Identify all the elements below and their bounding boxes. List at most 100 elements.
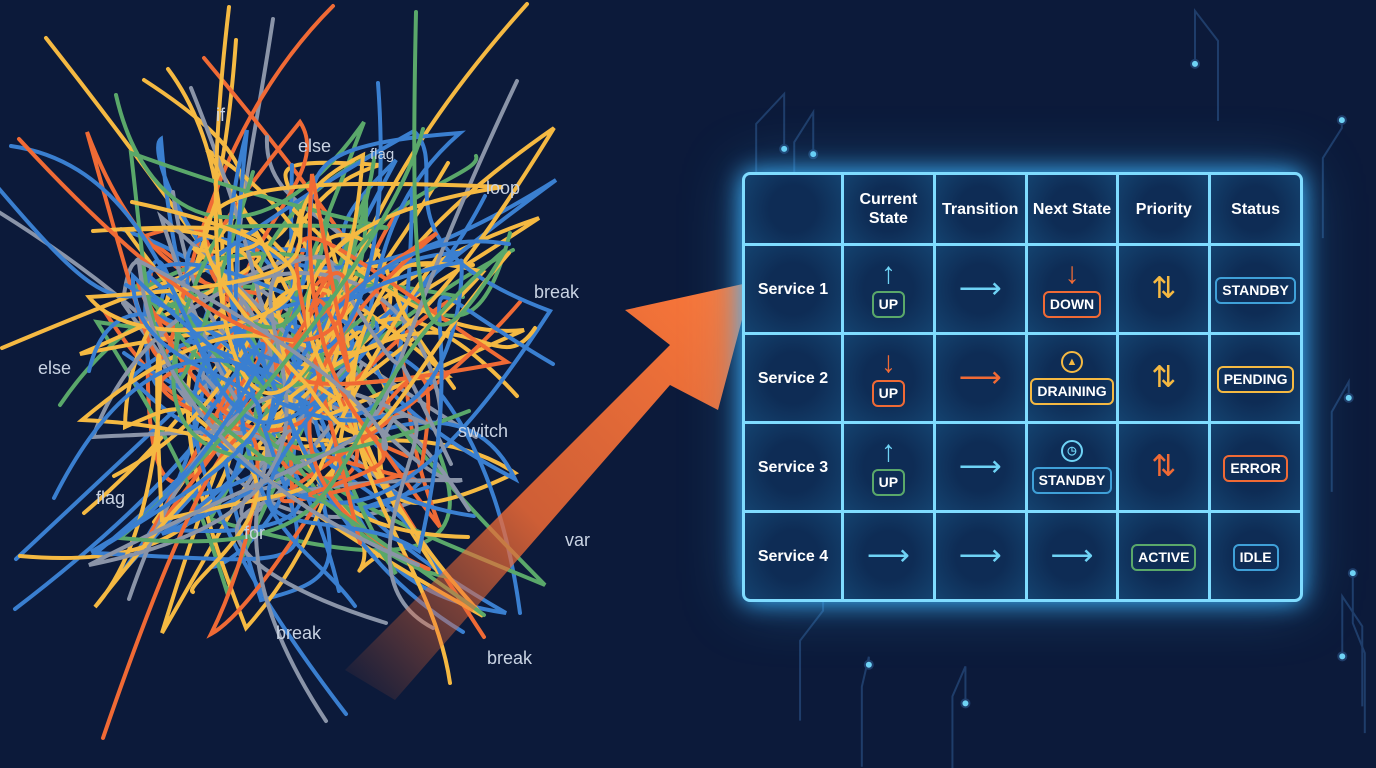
arrow-icon: ↑ bbox=[880, 435, 896, 468]
arrow-icon: ⟶ bbox=[958, 272, 1002, 305]
column-header: Status bbox=[1211, 175, 1300, 243]
circuit-node bbox=[779, 143, 790, 154]
keyword-label: else bbox=[298, 136, 332, 156]
clock-icon: ◷ bbox=[1060, 440, 1083, 462]
circuit-node bbox=[1189, 58, 1200, 69]
column-header: Priority bbox=[1119, 175, 1209, 243]
arrow-icon: ↑ bbox=[880, 257, 896, 290]
arrow-icon: ⇅ bbox=[1151, 361, 1177, 394]
table-cell: ⟶ bbox=[1027, 513, 1117, 599]
circuit-trace bbox=[755, 91, 786, 204]
table-cell: ⟶ bbox=[935, 513, 1025, 599]
table-cell: PENDING bbox=[1211, 335, 1300, 421]
wire bbox=[0, 128, 554, 505]
circuit-trace bbox=[1351, 573, 1366, 734]
table-cell: ERROR bbox=[1211, 424, 1300, 510]
circuit-node bbox=[1343, 392, 1354, 403]
status-badge: DOWN bbox=[1042, 291, 1102, 318]
row-label: Service 2 bbox=[745, 335, 841, 421]
table-cell: ◷ STANDBY bbox=[1027, 424, 1117, 510]
column-header: Next State bbox=[1027, 175, 1117, 243]
wire bbox=[0, 210, 303, 442]
status-badge: IDLE bbox=[1232, 544, 1279, 571]
table-cell: ⟶ bbox=[844, 513, 933, 599]
table-cell: ▲ DRAINING bbox=[1027, 335, 1117, 421]
circuit-trace bbox=[860, 656, 870, 767]
circuit-trace bbox=[1193, 7, 1219, 121]
keyword-label: switch bbox=[458, 421, 509, 441]
row-label: Service 3 bbox=[745, 424, 841, 510]
table-cell: ⟶ bbox=[935, 335, 1025, 421]
arrow-icon: ⟶ bbox=[958, 361, 1002, 394]
keyword-label: flag bbox=[96, 488, 126, 508]
arrow-icon: ⇅ bbox=[1151, 272, 1177, 305]
circuit-node bbox=[960, 698, 971, 709]
keyword-label: for bbox=[244, 523, 266, 543]
status-badge: UP bbox=[871, 291, 906, 318]
keyword-label: break bbox=[276, 623, 322, 643]
circuit-trace bbox=[1321, 120, 1343, 239]
wire bbox=[17, 137, 386, 496]
table-cell: ACTIVE bbox=[1119, 513, 1209, 599]
wire bbox=[265, 81, 511, 431]
table-cell: ↑UP bbox=[844, 424, 933, 510]
circuit-node bbox=[1336, 115, 1347, 126]
keyword-label: else bbox=[38, 358, 72, 378]
arrow-icon: ⟶ bbox=[1050, 539, 1094, 572]
status-badge: STANDBY bbox=[1215, 277, 1296, 304]
column-header bbox=[745, 175, 841, 243]
circuit-trace bbox=[1330, 378, 1350, 492]
column-header: Current State bbox=[844, 175, 933, 243]
arrow-icon: ↓ bbox=[880, 346, 896, 379]
wire bbox=[9, 144, 555, 555]
table-cell: ⟶ bbox=[935, 246, 1025, 332]
circuit-node bbox=[1337, 651, 1348, 662]
circuit-node bbox=[863, 659, 874, 670]
circuit-node bbox=[808, 149, 819, 160]
tangled-wires bbox=[0, 2, 558, 740]
wire bbox=[85, 5, 366, 396]
table-cell: ↓DOWN bbox=[1027, 246, 1117, 332]
table-cell: IDLE bbox=[1211, 513, 1300, 599]
circuit-trace bbox=[799, 590, 825, 721]
circuit-node bbox=[1347, 568, 1358, 579]
status-badge: DRAINING bbox=[1030, 378, 1114, 405]
transformation-arrow bbox=[345, 282, 752, 700]
wire bbox=[88, 79, 519, 567]
status-badge: UP bbox=[871, 380, 906, 407]
status-badge: ERROR bbox=[1223, 455, 1288, 482]
table-cell: ⇅ bbox=[1119, 335, 1209, 421]
keyword-label: loop bbox=[486, 178, 521, 198]
warning-icon: ▲ bbox=[1060, 351, 1083, 373]
column-header: Transition bbox=[935, 175, 1025, 243]
status-badge: STANDBY bbox=[1031, 467, 1113, 494]
table-cell: ↑UP bbox=[844, 246, 933, 332]
arrow-icon: ⇅ bbox=[1151, 450, 1177, 483]
keyword-label: var bbox=[565, 530, 591, 550]
table-cell: STANDBY bbox=[1211, 246, 1300, 332]
row-label: Service 1 bbox=[745, 246, 841, 332]
arrow-icon: ↓ bbox=[1064, 257, 1080, 290]
table-cell: ⇅ bbox=[1119, 424, 1209, 510]
wire bbox=[52, 271, 266, 554]
row-label: Service 4 bbox=[745, 513, 841, 599]
circuit-trace bbox=[1341, 593, 1364, 707]
table-cell: ⟶ bbox=[935, 424, 1025, 510]
arrow-icon: ⟶ bbox=[866, 539, 910, 572]
keyword-label: flag bbox=[370, 146, 395, 163]
status-badge: UP bbox=[871, 469, 906, 496]
keyword-label: break bbox=[487, 648, 533, 668]
arrow-icon: ⟶ bbox=[958, 450, 1002, 483]
status-badge: ACTIVE bbox=[1131, 544, 1197, 571]
wire bbox=[93, 254, 537, 609]
status-badge: PENDING bbox=[1216, 366, 1295, 393]
wire bbox=[202, 181, 511, 435]
keyword-label: break bbox=[534, 282, 580, 302]
wire bbox=[133, 257, 435, 630]
arrow-icon: ⟶ bbox=[958, 539, 1002, 572]
circuit-trace bbox=[951, 665, 967, 768]
table-cell: ⇅ bbox=[1119, 246, 1209, 332]
keyword-label: if bbox=[216, 105, 225, 125]
